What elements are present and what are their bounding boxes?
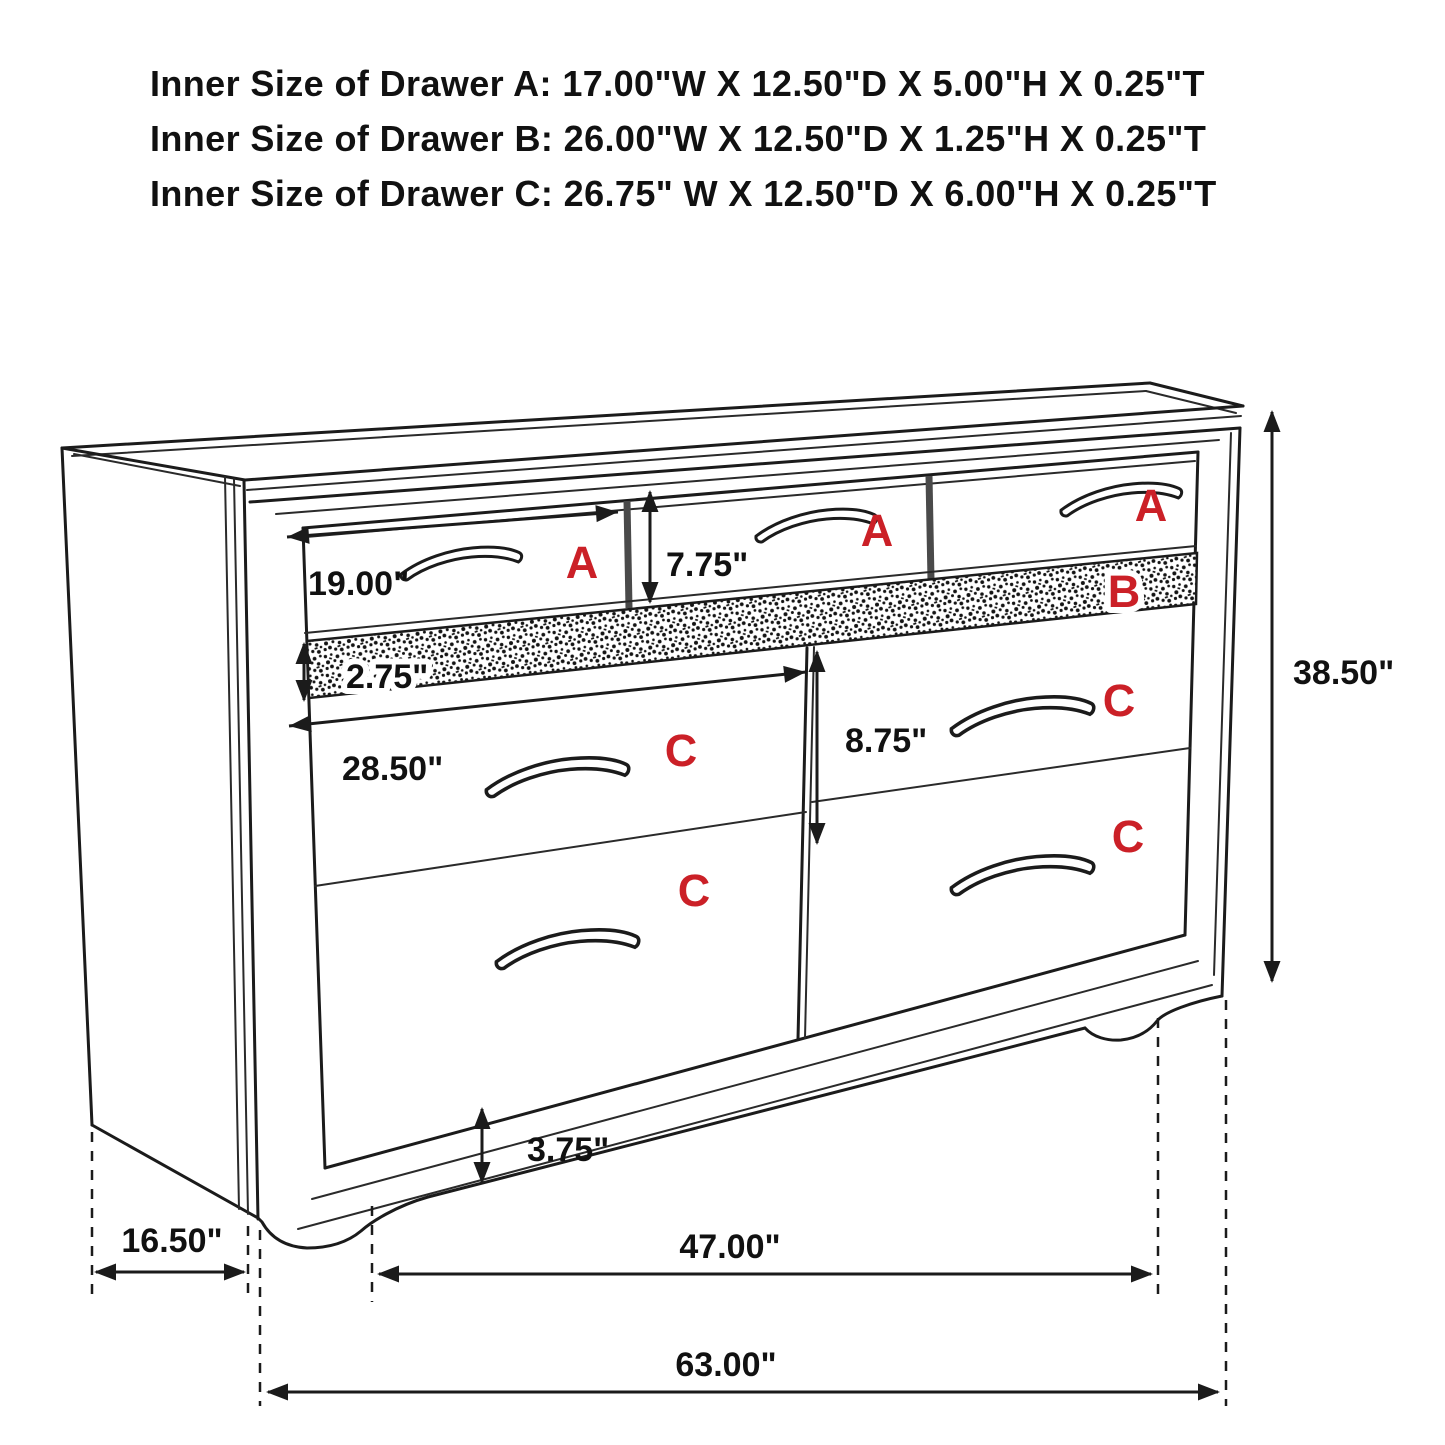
label-drawer-a3: A — [1135, 480, 1168, 531]
side-panel-edges — [60, 446, 260, 1221]
dim-drawer-c-height: 8.75" — [845, 722, 927, 760]
drawer-area-c — [314, 646, 1191, 1041]
dim-drawer-c-width: 28.50" — [342, 750, 443, 788]
glitter-band — [304, 545, 1199, 700]
dim-overall-depth: 16.50" — [121, 1222, 222, 1260]
dimension-38-50: 38.50" — [1263, 410, 1394, 983]
label-drawer-c-right-top: C — [1103, 675, 1136, 726]
label-band-b: B — [1108, 566, 1141, 617]
dresser-body — [60, 381, 1245, 1250]
label-drawer-a2: A — [861, 505, 894, 556]
dim-overall-height: 38.50" — [1293, 654, 1394, 692]
inner-size-notes: Inner Size of Drawer A: 17.00"W X 12.50"… — [150, 56, 1217, 221]
mullion-a1-a2 — [623, 500, 633, 609]
left-bracket-foot — [256, 1195, 430, 1250]
left-c-divider — [314, 811, 807, 887]
dim-drawer-a-height: 7.75" — [666, 546, 748, 584]
dimension-8-75: 8.75" — [808, 650, 933, 845]
mullion-a2-a3 — [925, 475, 935, 581]
dimension-2-75: 2.75" — [295, 642, 434, 702]
top-face-edges — [60, 381, 1245, 504]
label-drawer-c-left-top: C — [665, 725, 698, 776]
note-drawer-c: Inner Size of Drawer C: 26.75" W X 12.50… — [150, 173, 1217, 214]
dimension-47-00: 47.00" — [377, 1228, 1153, 1283]
note-drawer-b: Inner Size of Drawer B: 26.00"W X 12.50"… — [150, 118, 1207, 159]
note-drawer-a: Inner Size of Drawer A: 17.00"W X 12.50"… — [150, 63, 1205, 104]
center-divider — [796, 646, 809, 1041]
dim-between-legs: 47.00" — [679, 1228, 780, 1266]
dimension-28-50: 28.50" — [288, 663, 807, 788]
label-drawer-c-right-bottom: C — [1112, 811, 1145, 862]
dim-overall-width: 63.00" — [675, 1346, 776, 1384]
dim-foot-height: 3.75" — [527, 1131, 609, 1169]
dimension-16-50: 16.50" — [94, 1222, 246, 1281]
extension-lines — [90, 1000, 1228, 1406]
top-face — [62, 383, 1243, 480]
front-frame — [256, 426, 1242, 1250]
label-drawer-c-left-bottom: C — [678, 865, 711, 916]
label-drawer-a1: A — [566, 537, 599, 588]
dim-drawer-a-width: 19.00" — [308, 565, 409, 603]
right-bracket-foot — [1083, 994, 1224, 1042]
dimension-3-75: 3.75" — [473, 1107, 609, 1184]
dimension-19-00: 19.00" — [286, 503, 619, 603]
side-panel — [62, 448, 262, 1222]
dimension-7-75: 7.75" — [641, 490, 748, 604]
dimension-63-00: 63.00" — [266, 1346, 1220, 1401]
dim-band-height: 2.75" — [346, 658, 428, 696]
drawer-letters: A A A B C C C C — [566, 480, 1168, 916]
right-c-divider — [811, 747, 1191, 803]
